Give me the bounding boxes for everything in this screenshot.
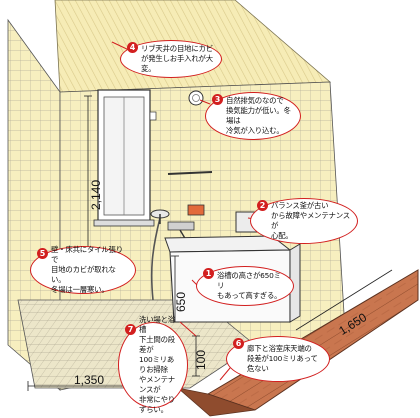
callout-6-corridor-step: 6 廊下と浴室床天端の段差が100ミリあって危ない [226,336,330,382]
callout-3-ventilation: 3 自然排気のなので換気能力が低い。冬場は冷気が入り込む。 [205,92,301,140]
callout-4-rib-ceiling: 4 リブ天井の目地にカビが発生しお手入れが大変。 [120,40,222,78]
callout-text: バランス釜が古いから故障やメンテナンスが心配。 [271,201,350,240]
shower-icon [150,209,170,301]
switch-plate [149,111,157,121]
callout-number: 4 [127,42,138,53]
callout-text: 壁・床共にタイル張りで目地のカビが取れない。冬場は一層寒い。 [51,245,123,294]
towel-bar [167,171,213,175]
callout-number: 3 [212,94,223,105]
callout-number: 2 [257,200,268,211]
callout-number: 7 [125,324,136,335]
callout-5-tile-mold: 5 壁・床共にタイル張りで目地のカビが取れない。冬場は一層寒い。 [30,245,136,294]
callout-text: 浴槽の高さが650ミリもあって高すぎる。 [217,271,282,300]
vent-icon [188,90,204,106]
callout-number: 1 [203,268,214,279]
wall-height-label: 2,140 [89,179,103,211]
callout-number: 5 [37,248,48,259]
callout-text: 自然排気のなので換気能力が低い。冬場は冷気が入り込む。 [226,96,291,135]
callout-number: 6 [233,338,244,349]
window [93,89,155,227]
callout-2-balance-boiler: 2 バランス釜が古いから故障やメンテナンスが心配。 [250,198,358,244]
callout-1-tub-height: 1 浴槽の高さが650ミリもあって高すぎる。 [196,266,294,306]
step-height-label: 100 [194,349,208,371]
tub-height-label: 650 [174,291,188,313]
floor-width-label: 1,350 [74,373,105,387]
callout-text: リブ天井の目地にカビが発生しお手入れが大変。 [141,44,213,73]
callout-text: 廊下と浴室床天端の段差が100ミリあって危ない [247,344,318,373]
